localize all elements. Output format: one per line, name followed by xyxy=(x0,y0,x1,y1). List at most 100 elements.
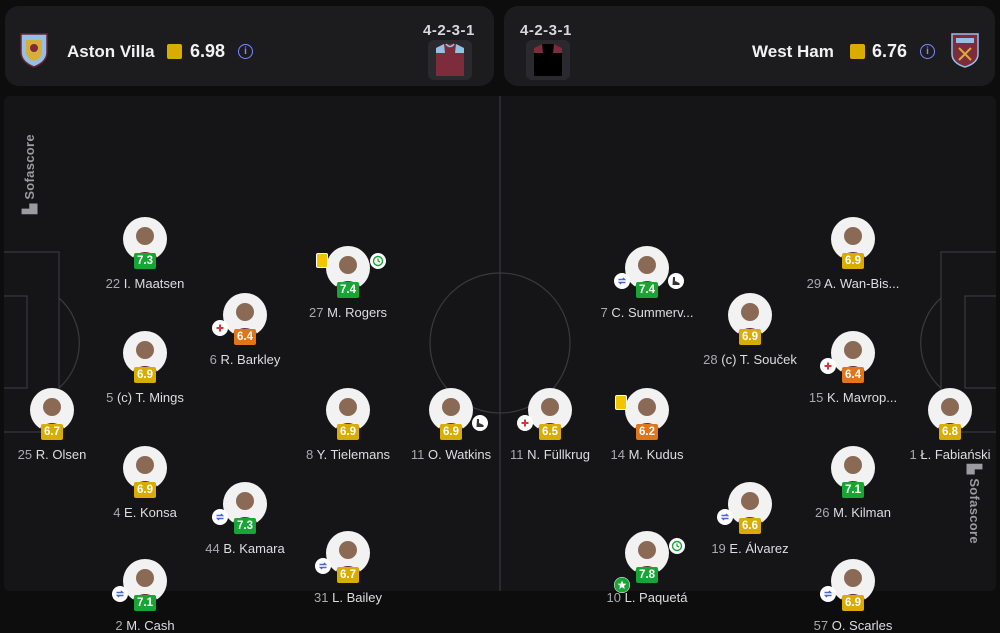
player-number: 44 xyxy=(205,541,220,556)
player-name-text: N. Füllkrug xyxy=(527,447,590,462)
player-name[interactable]: 29 A. Wan-Bis... xyxy=(743,276,963,291)
away-info-icon[interactable]: i xyxy=(920,44,935,59)
pitch-lines xyxy=(4,96,996,591)
player-name-text: M. Kudus xyxy=(628,447,684,462)
player-name[interactable]: 26 M. Kilman xyxy=(743,505,963,520)
player-rating: 6.9 xyxy=(842,253,864,269)
player-number: 1 xyxy=(909,447,917,462)
sofascore-text-right: Sofascore xyxy=(966,478,982,544)
player-name[interactable]: 5 (c) T. Mings xyxy=(35,390,255,405)
player-name-text: R. Olsen xyxy=(35,447,87,462)
player-name-text: K. Mavrop... xyxy=(827,390,898,405)
player-name-text: C. Summerv... xyxy=(611,305,694,320)
boot-icon xyxy=(668,273,684,289)
player-name-text: O. Watkins xyxy=(428,447,492,462)
player-name[interactable]: 8 Y. Tielemans xyxy=(238,447,458,462)
substitution-icon xyxy=(315,558,331,574)
clock-icon xyxy=(370,253,386,269)
away-rating-square xyxy=(850,44,865,59)
player-name-text: Ł. Fabiański xyxy=(920,447,991,462)
home-team-name[interactable]: Aston Villa xyxy=(67,42,155,61)
player-name-text: E. Konsa xyxy=(124,505,177,520)
player-rating: 6.7 xyxy=(41,424,63,440)
player-number: 11 xyxy=(510,447,524,462)
home-rating-square xyxy=(167,44,182,59)
player-photo[interactable] xyxy=(728,482,772,526)
player-name[interactable]: 11 O. Watkins xyxy=(341,447,561,462)
sofascore-watermark-right: ▙ Sofascore xyxy=(966,464,982,544)
player-name[interactable]: 6 R. Barkley xyxy=(135,352,355,367)
player-name-text: O. Scarles xyxy=(831,618,893,633)
player-name[interactable]: 14 M. Kudus xyxy=(537,447,757,462)
injury-icon xyxy=(517,415,533,431)
yellow-card-icon xyxy=(316,253,328,268)
substitution-icon xyxy=(112,586,128,602)
player-number: 7 xyxy=(600,305,608,320)
away-team-header: 4-2-3-1 West Ham 6.76 i xyxy=(504,6,995,86)
player-name-text: A. Wan-Bis... xyxy=(824,276,900,291)
player-name[interactable]: 25 R. Olsen xyxy=(0,447,162,462)
home-team-header: Aston Villa 6.98 i 4-2-3-1 xyxy=(5,6,494,86)
player-rating: 7.8 xyxy=(636,567,658,583)
player-name[interactable]: 11 N. Füllkrug xyxy=(440,447,660,462)
player-number: 57 xyxy=(813,618,829,633)
player-rating: 7.4 xyxy=(337,282,359,298)
star-icon xyxy=(614,577,630,593)
aston-villa-crest-icon xyxy=(20,33,48,68)
player-rating: 7.1 xyxy=(134,595,156,611)
player-number: 22 xyxy=(105,276,121,291)
player-number: 15 xyxy=(808,390,824,405)
player-rating: 6.8 xyxy=(939,424,961,440)
yellow-card-icon xyxy=(615,395,627,410)
player-name[interactable]: 31 L. Bailey xyxy=(238,590,458,605)
player-name-text: R. Barkley xyxy=(220,352,281,367)
substitution-icon xyxy=(614,273,630,289)
player-name-text: (c) T. Souček xyxy=(721,352,797,367)
player-name-text: Y. Tielemans xyxy=(316,447,391,462)
substitution-icon xyxy=(820,586,836,602)
player-rating: 6.2 xyxy=(636,424,658,440)
player-number: 6 xyxy=(209,352,217,367)
player-rating: 7.4 xyxy=(636,282,658,298)
player-name[interactable]: 19 E. Álvarez xyxy=(640,541,860,556)
player-name-text: M. Kilman xyxy=(833,505,891,520)
player-name-text: I. Maatsen xyxy=(123,276,185,291)
away-team-name[interactable]: West Ham xyxy=(752,42,834,61)
player-name[interactable]: 7 C. Summerv... xyxy=(537,305,757,320)
clock-icon xyxy=(669,538,685,554)
player-name-text: B. Kamara xyxy=(223,541,285,556)
home-info-icon[interactable]: i xyxy=(238,44,253,59)
player-rating: 6.9 xyxy=(739,329,761,345)
substitution-icon xyxy=(212,509,228,525)
player-rating: 6.9 xyxy=(134,367,156,383)
player-name[interactable]: 1 Ł. Fabiański xyxy=(840,447,1000,462)
player-name[interactable]: 57 O. Scarles xyxy=(743,618,963,633)
player-name[interactable]: 27 M. Rogers xyxy=(238,305,458,320)
injury-icon xyxy=(820,358,836,374)
sofascore-watermark-left: ▙ Sofascore xyxy=(22,134,38,214)
player-number: 19 xyxy=(711,541,726,556)
home-team-rating: 6.98 xyxy=(190,41,226,61)
player-name-text: M. Rogers xyxy=(327,305,388,320)
player-name[interactable]: 22 I. Maatsen xyxy=(35,276,255,291)
player-number: 4 xyxy=(113,505,121,520)
player-number: 8 xyxy=(305,447,314,462)
away-formation: 4-2-3-1 xyxy=(520,22,572,39)
player-rating: 7.3 xyxy=(134,253,156,269)
player-number: 2 xyxy=(115,618,123,633)
home-kit-shirt-icon xyxy=(428,40,472,80)
player-name[interactable]: 15 K. Mavrop... xyxy=(743,390,963,405)
player-rating: 6.9 xyxy=(134,482,156,498)
player-name[interactable]: 10 L. Paquetá xyxy=(537,590,757,605)
player-rating: 7.3 xyxy=(234,518,256,534)
player-name[interactable]: 28 (c) T. Souček xyxy=(640,352,860,367)
substitution-icon xyxy=(717,509,733,525)
player-name[interactable]: 2 M. Cash xyxy=(35,618,255,633)
player-name[interactable]: 4 E. Konsa xyxy=(35,505,255,520)
home-formation: 4-2-3-1 xyxy=(423,22,475,39)
away-team-rating: 6.76 xyxy=(872,41,908,61)
player-rating: 6.7 xyxy=(337,567,359,583)
player-name[interactable]: 44 B. Kamara xyxy=(135,541,355,556)
player-name-text: M. Cash xyxy=(126,618,175,633)
sofascore-logo-icon: ▙ xyxy=(966,464,982,479)
